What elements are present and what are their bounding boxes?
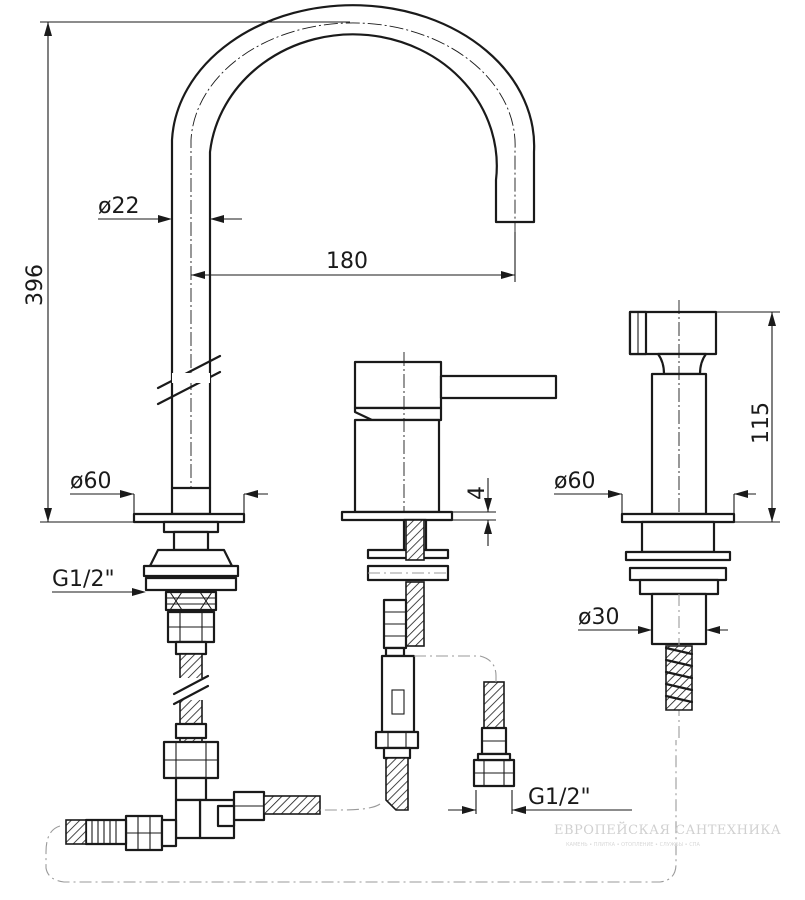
spout-small-nut [164,590,218,612]
dimension-labels: 396 ø22 180 ø60 G1/2" 4 115 ø60 ø30 G1/2… [23,194,774,810]
spout-stem [172,530,210,552]
mixer-lever [439,374,558,400]
dim-base-diameter-right: ø60 [554,469,595,494]
dim-spout-reach: 180 [326,249,368,274]
spout-centerline [190,22,516,500]
dim-plate-thickness: 4 [465,486,490,500]
dim-thread-left: G1/2" [52,567,115,592]
mixer-drain-hose [385,757,409,811]
mixer-cap [353,360,443,410]
spout-cone-nut [148,548,234,568]
mixer-base-plate [340,510,454,522]
handshower-base-plate [620,512,736,524]
dim-base-diameter-left: ø60 [70,469,111,494]
spout-assembly [65,4,536,852]
handshower-assembly [620,300,736,740]
mixer-lever-joint [353,406,443,422]
dim-handshower-height: 115 [749,402,774,444]
watermark: ЕВРОПЕЙСКАЯ САНТЕХНИКА КАМЕНЬ • ПЛИТКА •… [554,821,781,848]
spout-washer [142,564,240,578]
handshower-lock-nut [628,566,728,582]
dimension-lines [40,21,780,814]
dim-thread-bottom: G1/2" [528,785,591,810]
mixer-cartridge-tube [380,654,416,734]
bottom-hose [483,681,505,729]
handshower-washer [624,550,732,562]
spout-lock-nut [144,576,238,592]
mixer-assembly [340,352,558,811]
spout-collar [170,486,212,516]
spout-branch-hose-right [263,795,321,815]
watermark-subtitle: КАМЕНЬ • ПЛИТКА • ОТОПЛЕНИЕ • СЛУЖБЫ • С… [566,842,700,848]
watermark-title: ЕВРОПЕЙСКАЯ САНТЕХНИКА [554,821,781,838]
spout-break-line [156,354,222,390]
dim-hose-diameter: ø30 [578,605,619,630]
dim-spout-diameter: ø22 [98,194,139,219]
spout-outer-contour [170,4,536,490]
spout-tee-connector [174,776,208,802]
hidden-routing [45,655,677,883]
dim-height-total: 396 [23,264,48,306]
mixer-body [353,418,441,514]
spout-base-plate [132,512,246,524]
spout-shank [162,520,220,534]
mixer-lower-nut [374,730,420,750]
handshower-neck [656,352,708,376]
